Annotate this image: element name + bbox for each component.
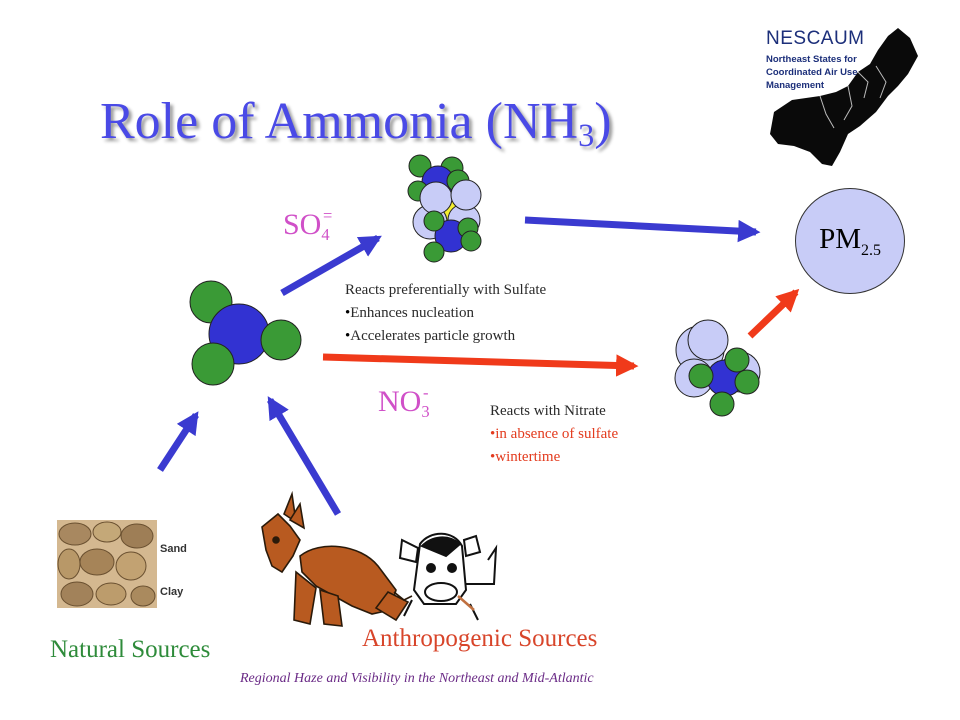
soil-sample-image — [57, 520, 157, 608]
nitrate-note-bullet: •in absence of sulfate — [490, 426, 619, 442]
sulfate-label: SO4= — [283, 206, 333, 244]
pm25-label: PM2.5 — [819, 223, 881, 259]
nitrate-note-bullet: •wintertime — [490, 449, 561, 465]
arrow-nitrate-to-pm — [747, 288, 800, 339]
logo-line: Coordinated Air Use — [766, 67, 858, 78]
arrow-sulfate-to-pm — [524, 216, 761, 243]
arrow-to-sulfate — [280, 234, 382, 297]
sulfate-note-bullet: •Enhances nucleation — [345, 305, 474, 321]
logo-line: Management — [766, 80, 825, 91]
ammonium-nitrate-icon — [674, 319, 761, 417]
logo-name: NESCAUM — [766, 28, 865, 49]
arrow-natural-to-ammonia — [157, 411, 199, 472]
page-title: Role of Ammonia (NH3) — [100, 93, 612, 154]
sulfate-note: Reacts preferentially with Sulfate •Enha… — [345, 279, 546, 348]
footer-caption: Regional Haze and Visibility in the Nort… — [240, 671, 594, 686]
sand-label: Sand — [160, 543, 187, 555]
anthropogenic-sources-label: Anthropogenic Sources — [362, 625, 598, 652]
donkey-icon — [261, 490, 413, 627]
clay-label: Clay — [160, 586, 184, 598]
northeast-map-icon — [770, 28, 918, 166]
nitrate-note: Reacts with Nitrate •in absence of sulfa… — [490, 400, 618, 469]
nitrate-label: NO3- — [378, 383, 430, 421]
ammonia-molecule-icon — [189, 280, 302, 386]
logo-line: Northeast States for — [766, 54, 857, 65]
ammonium-sulfate-icon — [407, 154, 482, 263]
pm25-node: PM2.5 — [795, 188, 905, 294]
arrow-to-nitrate — [322, 353, 639, 377]
sulfate-note-heading: Reacts preferentially with Sulfate — [345, 282, 547, 298]
sulfate-note-bullet: •Accelerates particle growth — [345, 328, 516, 344]
arrow-anthro-to-ammonia — [266, 396, 342, 516]
nescaum-logo: NESCAUM Northeast States for Coordinated… — [748, 16, 928, 176]
natural-sources-label: Natural Sources — [50, 636, 211, 663]
nitrate-note-heading: Reacts with Nitrate — [490, 403, 606, 419]
cow-icon — [398, 532, 498, 621]
